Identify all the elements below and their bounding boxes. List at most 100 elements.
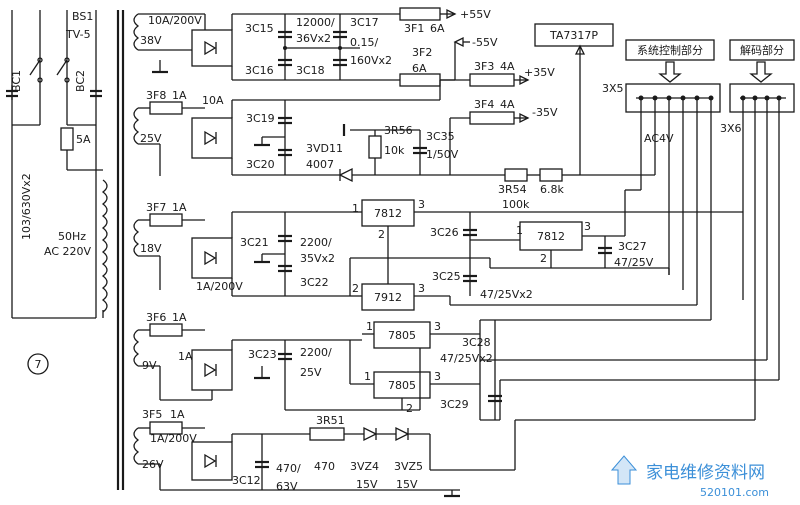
label-3vz4: 3VZ4 [350,460,379,473]
watermark-text: 家电维修资料网 [646,463,765,483]
label-frequency: 50Hz [58,230,86,243]
label-3f8-rating: 1A [172,89,187,102]
label-t3-voltage: 18V [140,242,162,255]
label-c23-voltage: 25V [300,366,322,379]
fuse-5a [60,127,74,151]
fuse-3f1 [399,7,441,21]
ic-ta7317p: TA7317P [534,23,614,176]
label-bridge4-rating: 1A [178,350,193,363]
label-bridge5-rating: 1A/200V [150,432,197,445]
label-tv5: TV-5 [65,28,91,41]
switch-bs1 [56,59,68,76]
fuse-3f8 [149,101,183,115]
bridge-rectifier-1 [191,29,233,67]
label-3c26: 3C26 [430,226,459,239]
label-3c15: 3C15 [245,22,274,35]
label-7812b-pin2: 2 [540,252,547,265]
label-c23-value: 2200/ [300,346,332,359]
label-3f2-rating: 6A [412,62,427,75]
fuse-3f3 [469,73,515,87]
diagram-number-circle [27,353,49,375]
label-3f4: 3F4 [474,98,494,111]
label-cap-main: 103/630Vx2 [20,173,33,240]
label-3c22: 3C22 [300,276,329,289]
label-3f1-rating: 6A [430,22,445,35]
label-3f7: 3F7 [146,201,166,214]
label-c15-value: 12000/ [296,16,335,29]
label-c25-value: 47/25Vx2 [480,288,533,301]
regulator-7805-a [373,321,431,349]
label-bc2: BC2 [74,70,87,92]
label-fuse-main: 5A [76,133,91,146]
label-7812-a: 7812 [374,207,402,220]
fuse-3f4 [469,111,515,125]
label-t4-voltage: 9V [142,359,157,372]
label-7805a-pin1: 1 [366,320,373,333]
label-7805-b: 7805 [388,379,416,392]
label-3vz5-voltage: 15V [396,478,418,491]
label-3vd11-type: 4007 [306,158,334,171]
label-3c18: 3C18 [296,64,325,77]
label-circle-number: 7 [35,358,42,371]
resistor-3r51 [309,427,345,441]
label-3f6: 3F6 [146,311,166,324]
secondary-9v-section: 7805 7805 3F6 1A 9V 1A 3C23 2200/ 25V 1 … [133,311,779,421]
label-t1-voltage: 38V [140,34,162,47]
zener-3vz4 [363,426,378,442]
label-7912-pin3: 3 [418,282,425,295]
label-7812b-pin1: 1 [516,224,523,237]
bridge-rectifier-5 [191,441,233,481]
switch-bc1 [29,59,41,76]
label-minus-35v: -35V [532,106,558,119]
bridge-rectifier-4 [191,349,233,391]
label-7812a-pin3: 3 [418,198,425,211]
fuse-3f6 [149,323,183,337]
resistor-3r56 [368,135,382,159]
label-c17-voltage: 160Vx2 [350,54,392,67]
label-3c35: 3C35 [426,130,455,143]
bridge-rectifier-3 [191,237,233,279]
label-plus-55v: +55V [460,8,491,21]
secondary-25v-section: 3F8 1A 10A 25V 3C19 3C20 3VD11 4007 3R56… [133,60,656,211]
label-bs1: BS1 [72,10,93,23]
label-3f4-rating: 4A [500,98,515,111]
label-plus-35v: +35V [524,66,555,79]
label-ac-voltage: AC 220V [44,245,92,258]
secondary-26v-section: 3F5 1A 1A/200V 26V 3C12 470/ 63V 3R51 47… [133,315,756,498]
label-7805-a: 7805 [388,329,416,342]
label-bridge2-rating: 10A [202,94,224,107]
label-3r51-value: 470 [314,460,335,473]
label-3c19: 3C19 [246,112,275,125]
primary-coil [101,179,108,313]
label-3f3: 3F3 [474,60,494,73]
label-ta7317p: TA7317P [549,29,598,42]
label-ac4v: AC4V [644,132,674,145]
label-3r56: 3R56 [384,124,413,137]
label-3r51: 3R51 [316,414,345,427]
label-3r54-value: 100k [502,198,530,211]
label-minus-55v: -55V [472,36,498,49]
label-7912: 7912 [374,291,402,304]
label-t1-rating: 10A/200V [148,14,202,27]
label-7805a-pin3: 3 [434,320,441,333]
mains-input-section: BS1 TV-5 BC1 BC2 103/630Vx2 5A 50Hz AC 2… [6,10,125,490]
label-decode: 解码部分 [740,43,784,57]
regulator-7912 [361,283,415,311]
label-3r54: 3R54 [498,183,527,196]
resistor-3r54 [504,168,528,182]
label-c15-voltage: 36Vx2 [296,32,331,45]
label-c12-voltage: 63V [276,480,298,493]
fuse-3f7 [149,213,183,227]
label-3vz5: 3VZ5 [394,460,423,473]
label-c17-value: 0.15/ [350,36,378,49]
label-3c23: 3C23 [248,348,277,361]
watermark: 家电维修资料网 520101.com [610,455,769,499]
label-3f8: 3F8 [146,89,166,102]
bridge-rectifier-2 [191,117,233,159]
label-bridge3-rating: 1A/200V [196,280,243,293]
label-t5-voltage: 26V [142,458,164,471]
label-3c20: 3C20 [246,158,275,171]
label-3c12: 3C12 [232,474,261,487]
